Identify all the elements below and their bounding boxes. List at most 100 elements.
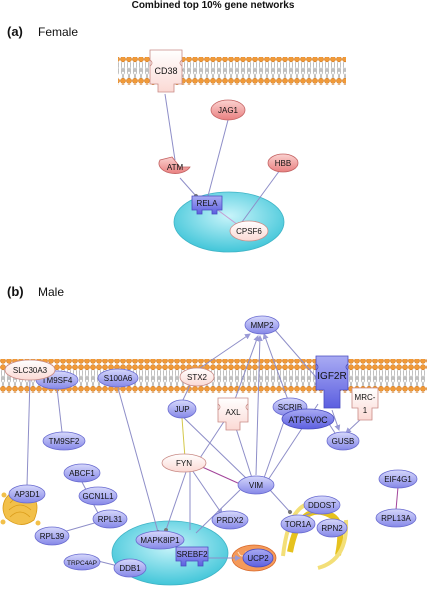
node-fyn[interactable]: FYN xyxy=(161,453,207,473)
node-mapk8ip1[interactable]: MAPK8IP1 xyxy=(135,530,185,550)
node-tm9sf2[interactable]: TM9SF2 xyxy=(42,431,86,451)
edge-rela-cpsf6 xyxy=(214,207,239,226)
node-rpl13a[interactable]: RPL13A xyxy=(375,508,417,528)
rpl31-shape xyxy=(92,509,128,529)
scrib-label: SCRIB xyxy=(278,403,302,412)
mrc1-label-line1: MRC- xyxy=(355,393,376,402)
node-vim[interactable]: VIM xyxy=(237,475,275,495)
node-rela[interactable]: RELA xyxy=(191,195,223,215)
igf2r-notch xyxy=(315,363,349,371)
node-prdx2[interactable]: PRDX2 xyxy=(211,510,249,530)
node-stx2[interactable]: STX2 xyxy=(179,367,215,387)
mmp2-label: MMP2 xyxy=(250,321,274,330)
node-jag1[interactable]: JAG1 xyxy=(210,99,246,121)
node-rpl31[interactable]: RPL31 xyxy=(92,509,128,529)
tor1a-label: TOR1A xyxy=(285,520,312,529)
node-ddost[interactable]: DDOST xyxy=(303,495,341,515)
gcn1l1-label: GCN1L1 xyxy=(82,492,114,501)
edge-jag1-rela xyxy=(207,114,233,197)
trpc4ap-label: TRPC4AP xyxy=(67,560,97,567)
node-tor1a[interactable]: TOR1A xyxy=(280,514,316,534)
rpl13a-shape xyxy=(375,508,417,528)
node-igf2r[interactable]: IGF2R xyxy=(315,355,349,409)
node-cpsf6[interactable]: CPSF6 xyxy=(229,220,269,242)
cpsf6-shape xyxy=(229,220,269,242)
node-axl[interactable]: AXL xyxy=(217,397,249,431)
vim-label: VIM xyxy=(249,481,264,490)
ddost-label: DDOST xyxy=(308,501,336,510)
edge-axl-vim xyxy=(233,421,253,479)
ap3d1-label: AP3D1 xyxy=(14,490,40,499)
axl-notch xyxy=(217,403,249,411)
fyn-shape xyxy=(161,453,207,473)
panel-a-label: Female xyxy=(38,25,78,39)
tm9sf4-label: TM9SF4 xyxy=(42,376,73,385)
node-hbb[interactable]: HBB xyxy=(267,153,299,173)
node-gusb[interactable]: GUSB xyxy=(326,431,360,451)
igf2r-shape xyxy=(315,355,349,409)
node-mmp2[interactable]: MMP2 xyxy=(244,315,280,335)
stx2-label: STX2 xyxy=(187,373,208,382)
edge-fyn-axl xyxy=(199,419,226,459)
edge-vim-tor1a xyxy=(269,489,292,514)
node-rpn2[interactable]: RPN2 xyxy=(316,518,348,538)
edge-slc30a3-ap3d1 xyxy=(26,377,31,487)
edge-fyn-mapk8ip1 xyxy=(164,471,187,532)
node-mrc1[interactable]: MRC- 1 xyxy=(351,387,379,421)
cd38-notch xyxy=(149,59,183,67)
edge-jup-vim xyxy=(181,415,250,482)
edge-s100a6-mapk8ip1 xyxy=(117,387,160,534)
jup-label: JUP xyxy=(174,405,189,414)
edge-fyn-vim xyxy=(199,465,241,485)
node-srebf2[interactable]: SREBF2 xyxy=(175,546,209,567)
node-s100a6[interactable]: S100A6 xyxy=(97,368,139,388)
tor1a-shape xyxy=(280,514,316,534)
mrc1-label-line2: 1 xyxy=(363,406,368,415)
node-eif4g1[interactable]: EIF4G1 xyxy=(378,469,418,489)
igf2r-label: IGF2R xyxy=(317,371,346,382)
edge-atm-rela xyxy=(179,177,198,198)
jag1-label: JAG1 xyxy=(218,106,239,115)
node-cd38[interactable]: CD38 xyxy=(149,49,183,93)
vim-shape xyxy=(237,475,275,495)
hbb-shape xyxy=(267,153,299,173)
abcf1-label: ABCF1 xyxy=(69,469,95,478)
jup-shape xyxy=(167,399,197,419)
node-gcn1l1[interactable]: GCN1L1 xyxy=(78,486,118,506)
rpl39-shape xyxy=(34,526,70,546)
rela-label: RELA xyxy=(197,199,219,208)
trpc4ap-shape xyxy=(63,553,101,571)
mapk8ip1-shape xyxy=(135,530,185,550)
node-ap3d1[interactable]: AP3D1 xyxy=(8,484,46,504)
female-edges xyxy=(164,93,281,226)
mmp2-shape xyxy=(244,315,280,335)
node-ddb1[interactable]: DDB1 xyxy=(113,558,147,578)
node-atm[interactable]: ATM xyxy=(158,156,191,174)
node-jup[interactable]: JUP xyxy=(167,399,197,419)
rela-shape xyxy=(191,195,223,215)
slc30a3-shape xyxy=(4,359,56,381)
jag1-shape xyxy=(210,99,246,121)
atp6v0c-label: ATP6V0C xyxy=(288,415,328,425)
ddb1-shape xyxy=(113,558,147,578)
node-ucp2[interactable]: UCP2 xyxy=(242,548,274,568)
tm9sf2-shape xyxy=(42,431,86,451)
node-rpl39[interactable]: RPL39 xyxy=(34,526,70,546)
edge-stx2-jup xyxy=(181,384,191,403)
panel-b-letter: (b) xyxy=(7,284,24,299)
ddb1-label: DDB1 xyxy=(119,564,141,573)
node-trpc4ap[interactable]: TRPC4AP xyxy=(63,553,101,571)
node-slc30a3[interactable]: SLC30A3 xyxy=(4,359,56,381)
node-atp6v0c[interactable]: ATP6V0C xyxy=(281,408,335,430)
edge-stx2-mmp2 xyxy=(199,333,251,369)
edge-rpl39-rpl31 xyxy=(62,521,99,533)
mapk8ip1-label: MAPK8IP1 xyxy=(140,536,180,545)
edge-fyn-prdx2 xyxy=(191,469,223,515)
prdx2-label: PRDX2 xyxy=(217,516,244,525)
ucp2-label: UCP2 xyxy=(247,554,269,563)
node-abcf1[interactable]: ABCF1 xyxy=(63,463,101,483)
eif4g1-label: EIF4G1 xyxy=(384,475,412,484)
s100a6-label: S100A6 xyxy=(104,374,133,383)
cpsf6-label: CPSF6 xyxy=(236,227,262,236)
